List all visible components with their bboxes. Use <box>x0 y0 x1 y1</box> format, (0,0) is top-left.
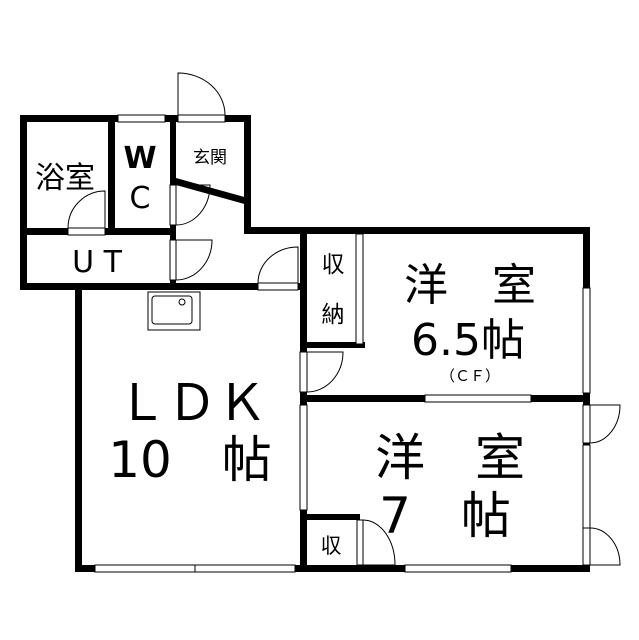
wc-label-c: C <box>130 181 151 216</box>
ldk-size: 10 帖 <box>108 431 272 489</box>
wc-label-w: W <box>123 141 156 176</box>
doors <box>67 72 621 566</box>
room2-size: 7 帖 <box>379 487 511 545</box>
closet1-label-bottom: 納 <box>322 302 345 328</box>
room1-note: （ＣＦ） <box>440 367 500 385</box>
windows <box>94 114 591 573</box>
utility-label: U T <box>72 245 122 280</box>
room1-size: 6.5帖 <box>411 315 525 366</box>
kitchen-sink-icon <box>147 291 201 331</box>
ldk-name: ＬＤＫ <box>117 374 267 432</box>
room1-name: 洋 室 <box>404 260 536 311</box>
closet1-label-top: 収 <box>322 252 345 278</box>
bath-label: 浴室 <box>35 161 95 196</box>
closet2-label: 収 <box>321 534 342 558</box>
room2-name: 洋 室 <box>375 429 525 487</box>
entrance-label: 玄関 <box>193 148 227 168</box>
